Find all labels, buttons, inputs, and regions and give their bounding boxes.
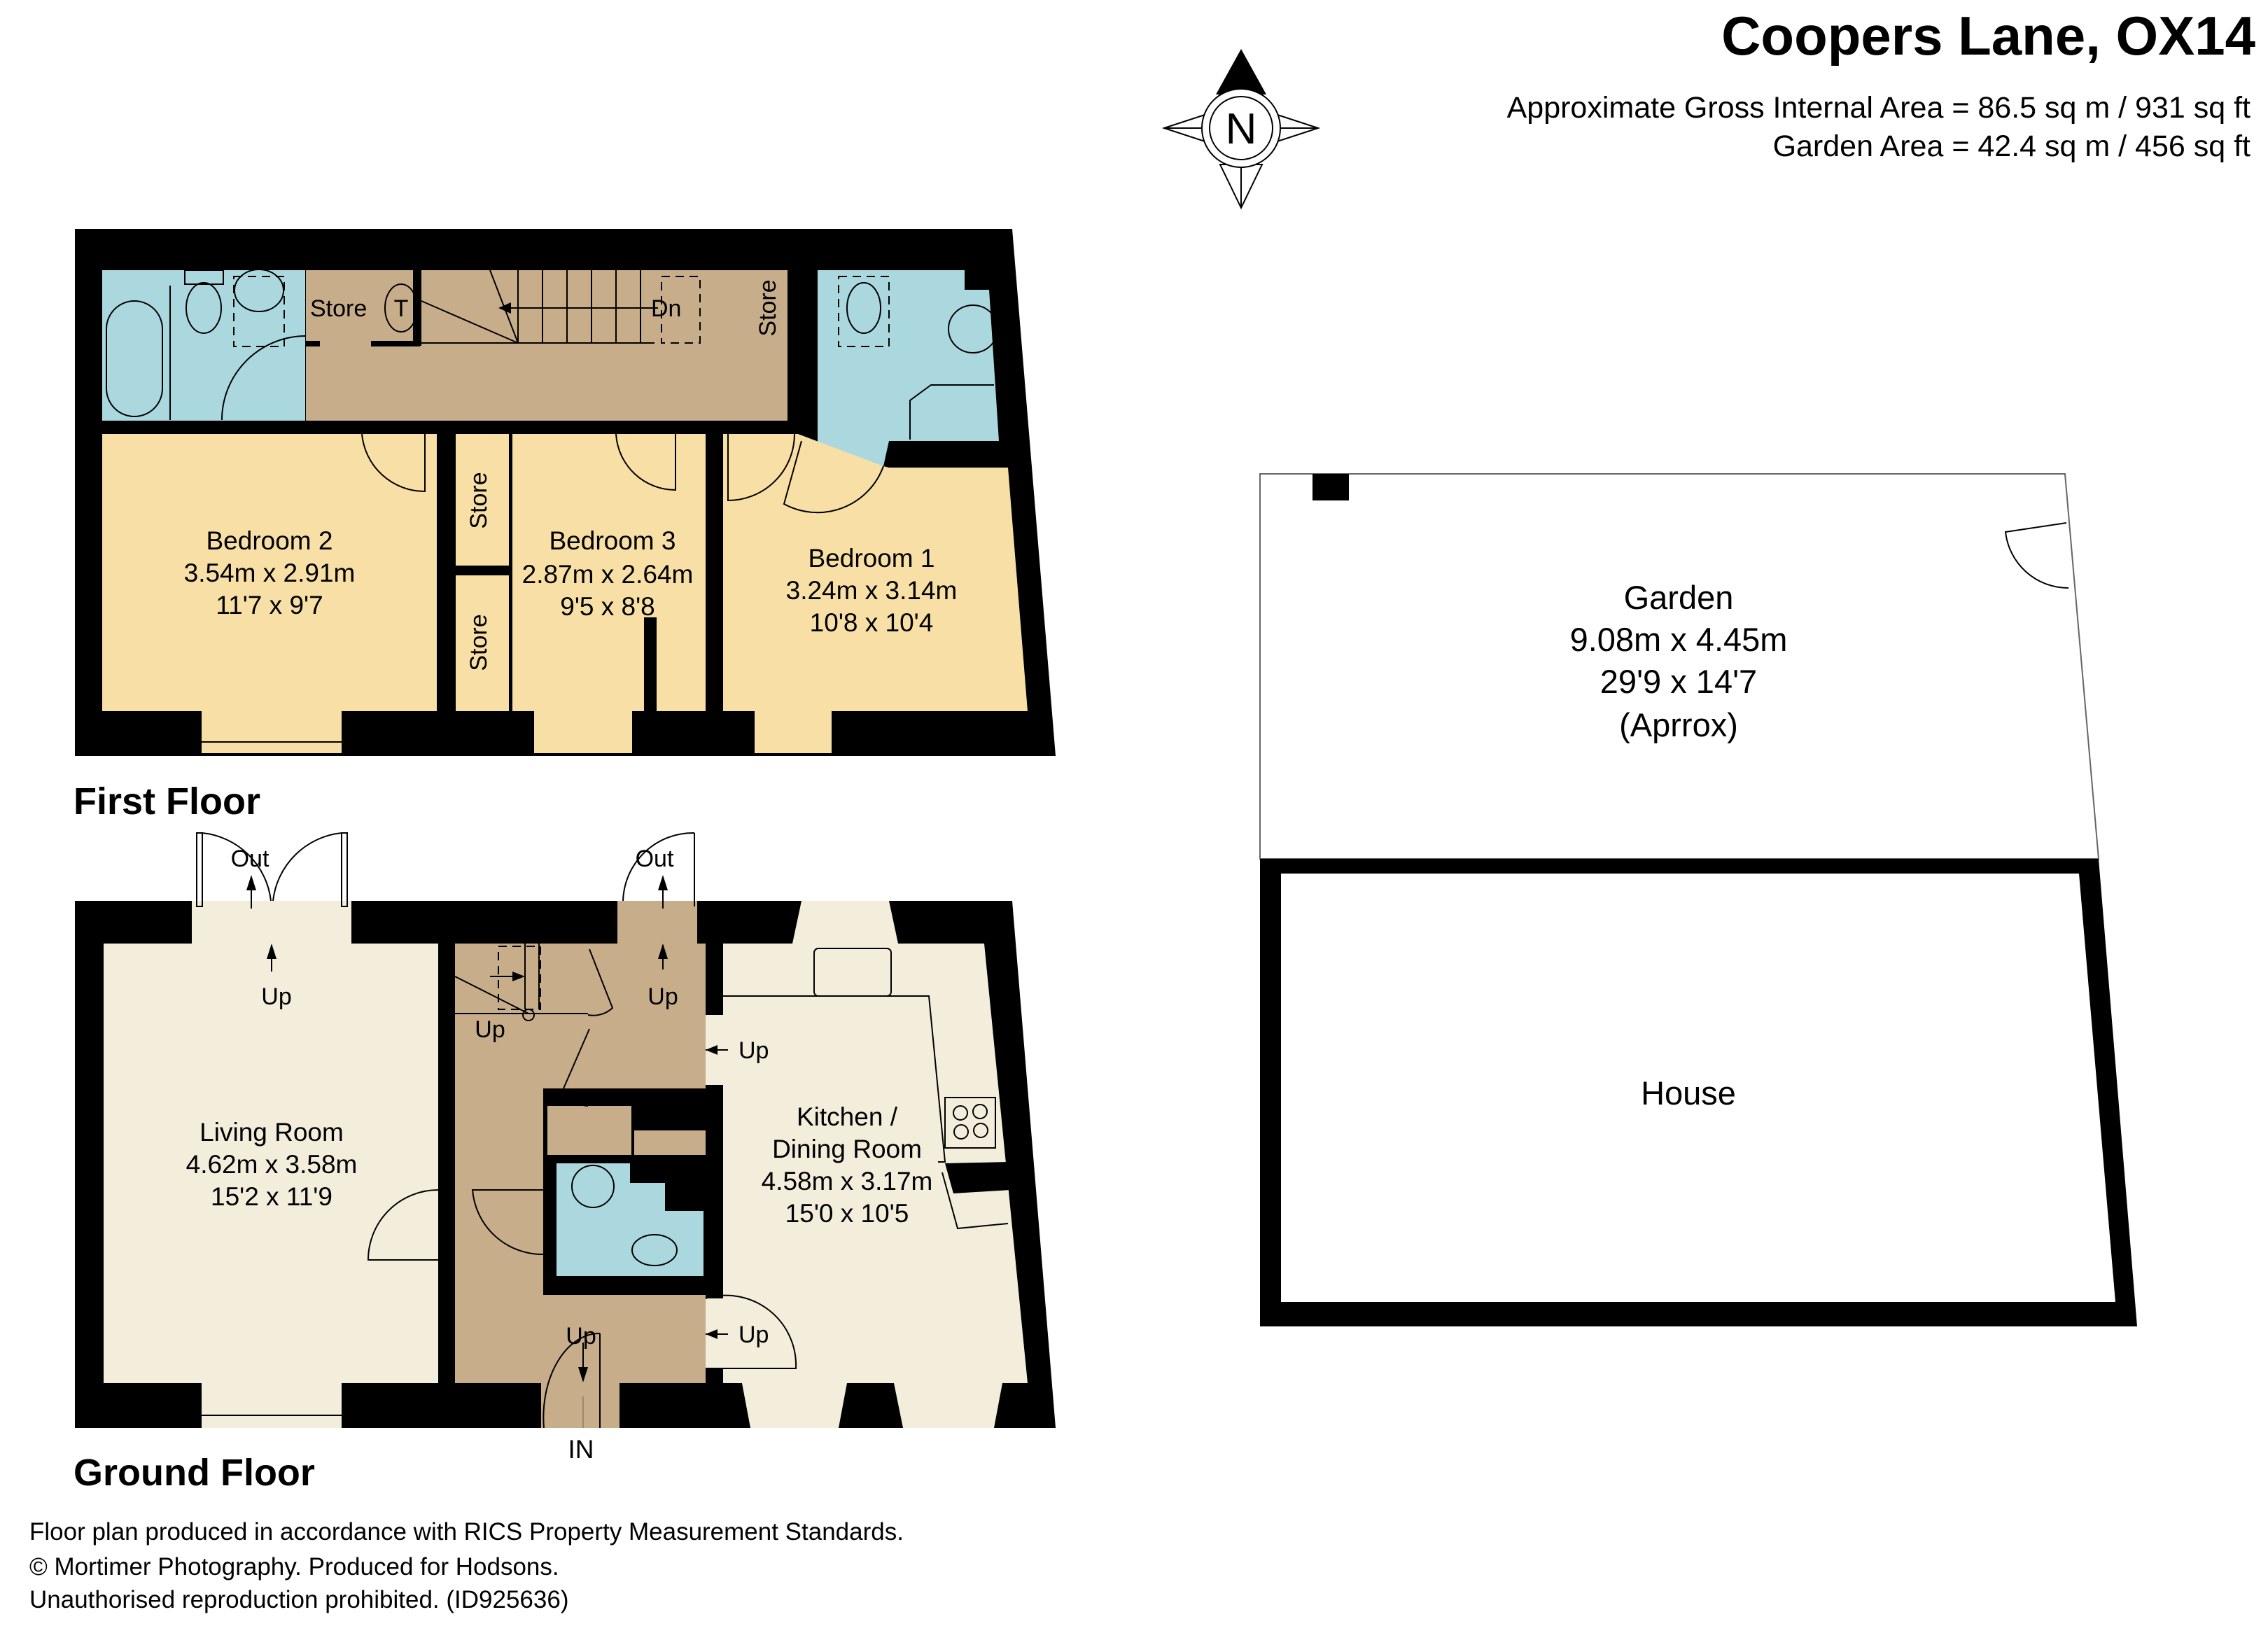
french-doors-icon bbox=[196, 832, 348, 972]
up-hall-bottom-label: Up bbox=[566, 1323, 596, 1350]
bedroom-3 bbox=[512, 434, 706, 711]
toilet-icon bbox=[186, 282, 222, 334]
door-swing-icon bbox=[471, 1189, 544, 1256]
cupboard-door-icon bbox=[941, 1172, 1009, 1230]
first-floor-label: First Floor bbox=[74, 780, 260, 822]
garden-imperial: 29'9 x 14'7 bbox=[1600, 663, 1757, 700]
store-upper bbox=[456, 434, 509, 566]
garden-structure bbox=[1312, 474, 1349, 500]
stairs-down-label: Dn bbox=[651, 295, 681, 322]
window-icon bbox=[534, 711, 632, 753]
store-lower bbox=[456, 575, 509, 711]
window-icon bbox=[792, 901, 898, 944]
up-stairs-label: Up bbox=[475, 1016, 505, 1043]
stairs-icon bbox=[454, 944, 614, 1107]
store-tank-cupboard bbox=[306, 270, 414, 346]
tank-label: T bbox=[394, 295, 409, 322]
ensuite-room bbox=[818, 270, 999, 466]
kitchen-dining-room bbox=[723, 944, 1028, 1383]
footer-line-2: © Mortimer Photography. Produced for Hod… bbox=[29, 1553, 559, 1581]
gross-internal-area: Approximate Gross Internal Area = 86.5 s… bbox=[1507, 91, 2250, 125]
kitchen-imperial: 15'0 x 10'5 bbox=[785, 1199, 909, 1228]
basin-icon bbox=[571, 1165, 615, 1208]
understairs-cupboard bbox=[547, 1106, 631, 1155]
kitchen-name-line2: Dining Room bbox=[772, 1135, 922, 1163]
garden-approx-note: (Aprrox) bbox=[1619, 706, 1738, 743]
bedroom1-metric: 3.24m x 3.14m bbox=[786, 576, 958, 605]
ground-floor-plan: Out Up Living Room 4.62m x 3.58m 15'2 x … bbox=[75, 832, 1056, 1429]
up-kitchen-bottom-label: Up bbox=[738, 1322, 769, 1348]
landing-store bbox=[746, 270, 788, 346]
property-title: Coopers Lane, OX14 bbox=[1721, 5, 2255, 66]
bedroom2-name: Bedroom 2 bbox=[206, 526, 333, 555]
landing-store-label: Store bbox=[755, 279, 781, 336]
ground-wc bbox=[556, 1163, 704, 1276]
store-lower-label: Store bbox=[465, 614, 492, 671]
front-door-icon bbox=[542, 1332, 601, 1429]
living-metric: 4.62m x 3.58m bbox=[186, 1150, 358, 1179]
up-kitchen-label: Up bbox=[738, 1037, 769, 1064]
kitchen-name-line1: Kitchen / bbox=[797, 1102, 898, 1131]
store-label: Store bbox=[310, 295, 367, 322]
window-icon bbox=[742, 1383, 847, 1428]
stair-treads-icon bbox=[421, 269, 701, 344]
bedroom2-metric: 3.54m x 2.91m bbox=[184, 559, 356, 587]
footer-line-1: Floor plan produced in accordance with R… bbox=[29, 1518, 904, 1546]
garden-area: Garden Area = 42.4 sq m / 456 sq ft bbox=[1773, 129, 2250, 163]
window-icon bbox=[202, 711, 342, 753]
site-plan: Garden 9.08m x 4.45m 29'9 x 14'7 (Aprrox… bbox=[1259, 473, 2137, 1326]
worktop-outline bbox=[723, 995, 946, 1163]
window-icon bbox=[202, 1383, 342, 1428]
door-swing-icon bbox=[727, 433, 795, 502]
kitchen-metric: 4.58m x 3.17m bbox=[762, 1167, 933, 1196]
up-hall-label: Up bbox=[648, 983, 678, 1010]
window-icon bbox=[755, 711, 832, 753]
out-right-label: Out bbox=[636, 846, 674, 872]
garden-gate-icon bbox=[2004, 522, 2069, 589]
bedroom2-imperial: 11'7 x 9'7 bbox=[216, 591, 323, 619]
bedroom3-imperial: 9'5 x 8'8 bbox=[560, 592, 655, 621]
ensuite-basin-icon bbox=[948, 304, 998, 353]
living-imperial: 15'2 x 11'9 bbox=[211, 1182, 332, 1211]
door-swing-icon bbox=[615, 433, 676, 491]
bedroom-1 bbox=[723, 434, 1028, 711]
out-left-label: Out bbox=[231, 846, 270, 872]
door-swing-icon bbox=[361, 433, 426, 493]
first-floor-plan: Store T Dn Store bbox=[75, 229, 1056, 756]
door-swing-icon bbox=[783, 440, 884, 514]
garden-metric: 9.08m x 4.45m bbox=[1570, 621, 1788, 658]
bathroom-room bbox=[102, 270, 305, 421]
door-swing-icon bbox=[367, 1189, 439, 1261]
tank-icon bbox=[384, 283, 418, 332]
footer-line-3: Unauthorised reproduction prohibited. (I… bbox=[29, 1586, 568, 1613]
bedroom-2 bbox=[102, 434, 437, 711]
ground-floor-label: Ground Floor bbox=[74, 1452, 315, 1494]
shower-tray-icon bbox=[909, 384, 994, 440]
bedroom1-imperial: 10'8 x 10'4 bbox=[810, 608, 934, 637]
bedroom3-name: Bedroom 3 bbox=[550, 526, 676, 555]
store-upper-label: Store bbox=[465, 472, 492, 528]
house-label: House bbox=[1641, 1074, 1736, 1112]
living-name: Living Room bbox=[200, 1118, 344, 1147]
bath-icon bbox=[106, 300, 163, 417]
living-room bbox=[104, 944, 438, 1383]
ensuite-toilet-icon bbox=[846, 282, 881, 334]
basin-icon bbox=[234, 269, 284, 312]
north-compass-icon: N bbox=[1161, 49, 1321, 210]
up-living-label: Up bbox=[261, 983, 291, 1010]
compass-north-label: N bbox=[1226, 105, 1257, 153]
front-door-recess bbox=[541, 1383, 620, 1428]
french-doors-recess bbox=[192, 901, 351, 944]
window-icon bbox=[894, 1383, 1002, 1428]
bedroom1-name: Bedroom 1 bbox=[808, 544, 935, 573]
garden-name: Garden bbox=[1624, 579, 1734, 616]
toilet-icon bbox=[631, 1234, 678, 1266]
bedroom3-metric: 2.87m x 2.64m bbox=[522, 560, 694, 589]
door-swing-icon bbox=[705, 1294, 797, 1369]
entrance-label: IN bbox=[568, 1435, 594, 1464]
rear-door-icon bbox=[622, 832, 695, 969]
hob-icon bbox=[944, 1097, 996, 1149]
